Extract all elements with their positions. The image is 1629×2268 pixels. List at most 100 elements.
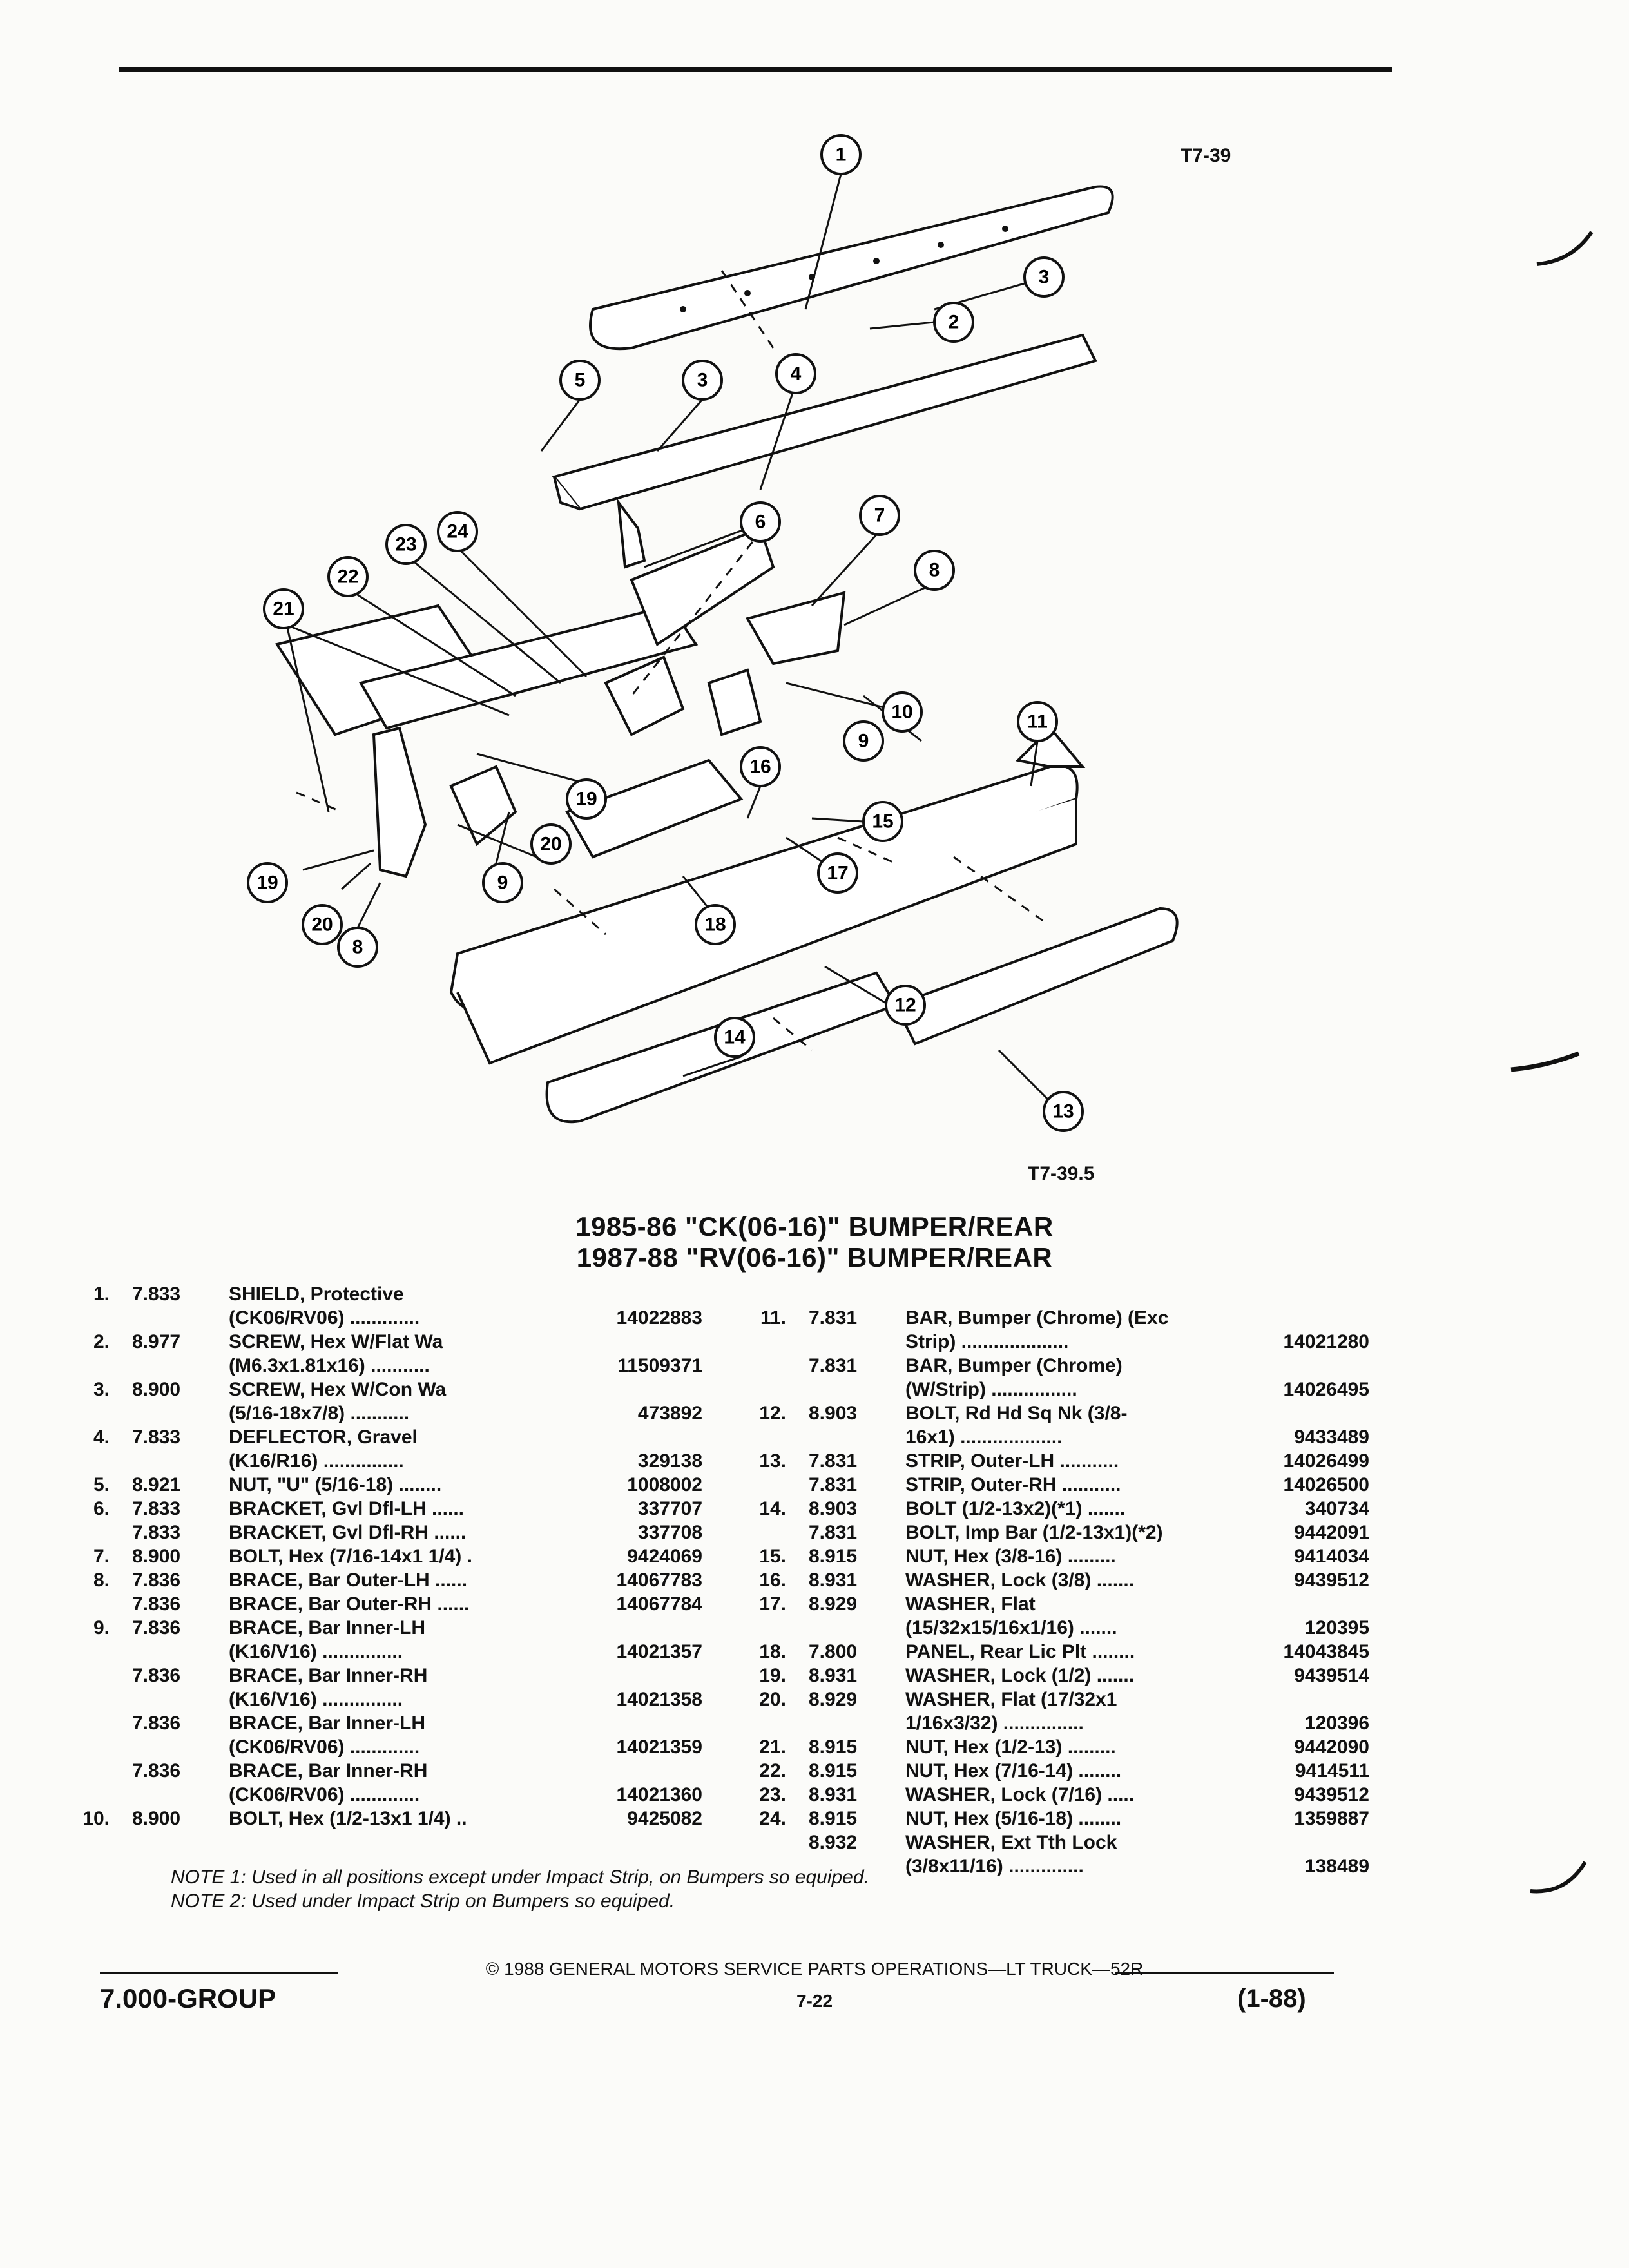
bumper-bar-face bbox=[456, 799, 1077, 1065]
part-description: (CK06/RV06) ............. bbox=[229, 1736, 420, 1758]
group-number: 8.931 bbox=[809, 1784, 858, 1805]
impact-strip-rh bbox=[894, 907, 1179, 1046]
group-number: 8.977 bbox=[132, 1331, 181, 1352]
part-number: 473892 bbox=[637, 1403, 702, 1424]
part-row: (K16/V16) ...............14021357 bbox=[64, 1640, 702, 1664]
group-number: 7.833 bbox=[132, 1283, 181, 1305]
group-number: 8.900 bbox=[132, 1379, 181, 1400]
part-description: NUT, Hex (5/16-18) ........ bbox=[905, 1808, 1122, 1829]
part-number-label: 12. bbox=[759, 1403, 786, 1424]
protective-shield bbox=[589, 185, 1114, 351]
part-description: BRACKET, Gvl Dfl-LH ...... bbox=[229, 1498, 465, 1519]
group-number: 7.836 bbox=[132, 1665, 181, 1686]
group-number: 8.931 bbox=[809, 1570, 858, 1591]
part-description: WASHER, Ext Tth Lock bbox=[905, 1832, 1117, 1853]
part-number-label: 13. bbox=[759, 1450, 786, 1472]
part-number: 9414511 bbox=[1295, 1760, 1369, 1782]
part-description: NUT, "U" (5/16-18) ........ bbox=[229, 1474, 442, 1495]
part-row: (CK06/RV06) .............14022883 bbox=[64, 1306, 702, 1330]
page-title-line1: 1985-86 "CK(06-16)" BUMPER/REAR bbox=[575, 1211, 1054, 1242]
part-number: 14021358 bbox=[616, 1689, 702, 1710]
part-number: 14021360 bbox=[616, 1784, 702, 1805]
part-description: BRACE, Bar Inner-RH bbox=[229, 1760, 428, 1782]
group-number: 7.836 bbox=[132, 1760, 181, 1782]
callout-17: 17 bbox=[817, 852, 858, 894]
part-number: 14026499 bbox=[1283, 1450, 1369, 1472]
part-number-label: 15. bbox=[759, 1546, 786, 1567]
part-row bbox=[741, 1282, 1369, 1306]
part-number-label: 22. bbox=[759, 1760, 786, 1782]
group-number: 8.900 bbox=[132, 1546, 181, 1567]
svg-text:13: 13 bbox=[1052, 1101, 1074, 1122]
callout-11: 11 bbox=[1017, 701, 1058, 742]
callout-5: 5 bbox=[559, 360, 601, 401]
figure-code-top: T7-39 bbox=[1181, 145, 1231, 166]
part-description: (3/8x11/16) .............. bbox=[905, 1856, 1084, 1877]
group-number: 8.903 bbox=[809, 1498, 858, 1519]
svg-text:9: 9 bbox=[497, 872, 508, 894]
svg-text:5: 5 bbox=[575, 370, 586, 391]
part-description: BOLT, Hex (7/16-14x1 1/4) . bbox=[229, 1546, 472, 1567]
part-number: 14067784 bbox=[616, 1593, 702, 1615]
callout-19b: 19 bbox=[247, 862, 288, 903]
callout-20a: 20 bbox=[530, 823, 572, 865]
svg-text:19: 19 bbox=[256, 872, 278, 894]
part-number: 9439512 bbox=[1294, 1784, 1369, 1805]
part-number: 1359887 bbox=[1294, 1808, 1369, 1829]
binder-mark-2 bbox=[1510, 1051, 1580, 1072]
svg-text:20: 20 bbox=[311, 914, 333, 936]
part-description: BOLT, Rd Hd Sq Nk (3/8- bbox=[905, 1403, 1128, 1424]
part-number: 9425082 bbox=[627, 1808, 702, 1829]
group-number: 7.800 bbox=[809, 1641, 858, 1662]
group-number: 8.921 bbox=[132, 1474, 181, 1495]
part-number-label: 14. bbox=[759, 1498, 786, 1519]
callout-7: 7 bbox=[859, 495, 900, 536]
part-description: WASHER, Lock (7/16) ..... bbox=[905, 1784, 1135, 1805]
gravel-deflector bbox=[552, 333, 1097, 511]
frame-crossmember bbox=[358, 604, 699, 730]
part-number: 14021280 bbox=[1283, 1331, 1369, 1352]
part-number: 120395 bbox=[1304, 1617, 1369, 1639]
part-description: STRIP, Outer-LH ........... bbox=[905, 1450, 1119, 1472]
part-row: (5/16-18x7/8) ...........473892 bbox=[64, 1401, 702, 1425]
part-number: 11509371 bbox=[617, 1355, 702, 1376]
group-number: 7.831 bbox=[809, 1474, 858, 1495]
binder-mark-3 bbox=[1530, 1861, 1587, 1894]
group-number: 8.915 bbox=[809, 1760, 858, 1782]
callout-15: 15 bbox=[862, 801, 903, 842]
svg-text:14: 14 bbox=[724, 1027, 746, 1048]
svg-text:6: 6 bbox=[755, 512, 766, 533]
license-plate-panel bbox=[565, 758, 744, 859]
callout-6: 6 bbox=[740, 501, 781, 543]
part-description: WASHER, Flat bbox=[905, 1593, 1036, 1615]
callout-8a: 8 bbox=[914, 550, 955, 591]
part-number: 9442091 bbox=[1294, 1522, 1369, 1543]
deflector-bracket bbox=[617, 498, 646, 569]
svg-text:24: 24 bbox=[447, 521, 468, 543]
part-number: 329138 bbox=[637, 1450, 702, 1472]
callout-23: 23 bbox=[385, 524, 427, 565]
part-row: 1/16x3/32) ...............120396 bbox=[741, 1711, 1369, 1735]
part-number-label: 16. bbox=[759, 1570, 786, 1591]
part-description: 1/16x3/32) ............... bbox=[905, 1713, 1084, 1734]
callout-24: 24 bbox=[437, 511, 478, 552]
part-description: STRIP, Outer-RH ........... bbox=[905, 1474, 1121, 1495]
part-description: WASHER, Lock (1/2) ....... bbox=[905, 1665, 1135, 1686]
figure-code-bottom: T7-39.5 bbox=[1028, 1163, 1095, 1184]
part-row: (15/32x15/16x1/16) .......120395 bbox=[741, 1616, 1369, 1640]
exploded-view-diagram: 1 2 3 3 4 5 6 7 8 8 9 9 10 11 12 13 14 1… bbox=[247, 134, 1179, 1132]
